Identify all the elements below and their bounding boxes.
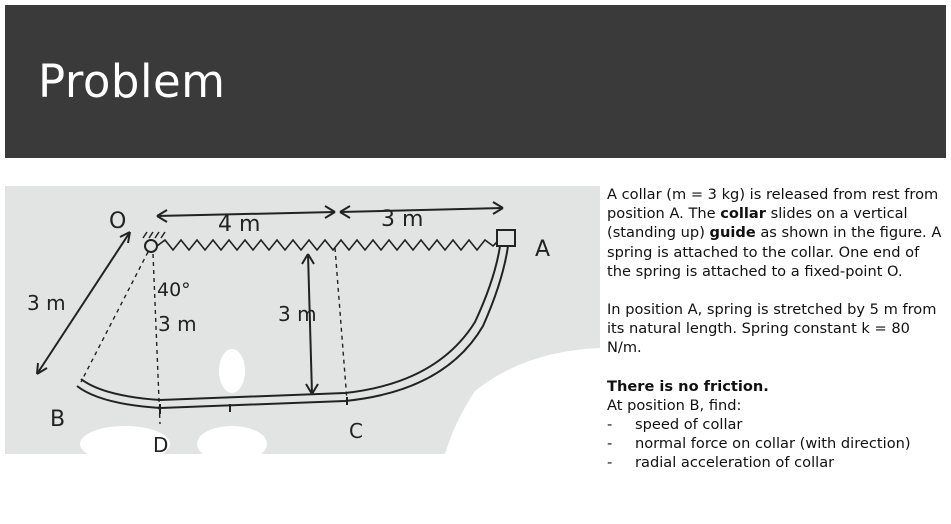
dashed-ob	[80, 251, 149, 383]
list-item: -normal force on collar (with direction)	[607, 435, 911, 453]
dim-3m-vert-arrow	[307, 253, 313, 395]
erase-blob	[197, 426, 267, 454]
label-4m: 4 m	[218, 212, 260, 237]
paragraph-spring: In position A, spring is stretched by 5 …	[607, 301, 937, 357]
dim-4m-arrow	[156, 211, 336, 217]
label-3m-mid: 3 m	[278, 302, 317, 326]
label-o: O	[109, 209, 126, 234]
collar-guide-diagram: O A B C D 4 m 3 m 3 m 40° 3 m 3 m	[27, 201, 600, 454]
label-3m-top: 3 m	[381, 207, 423, 232]
dashed-c	[334, 247, 348, 402]
label-3m-left: 3 m	[27, 291, 66, 315]
paragraph-collar: A collar (m = 3 kg) is released from res…	[607, 186, 942, 280]
list-item: -radial acceleration of collar	[607, 454, 835, 472]
erase-blob	[80, 426, 170, 454]
label-d: D	[153, 433, 168, 454]
collar-at-a	[496, 229, 516, 247]
problem-statement: A collar (m = 3 kg) is released from res…	[607, 185, 947, 473]
list-item: -speed of collar	[607, 416, 743, 434]
label-c: C	[349, 419, 363, 443]
find-list: -speed of collar -normal force on collar…	[607, 415, 947, 473]
problem-figure: O A B C D 4 m 3 m 3 m 40° 3 m 3 m	[5, 186, 600, 454]
label-b: B	[50, 407, 65, 432]
label-3m-od: 3 m	[158, 312, 197, 336]
dim-3m-top-arrow	[339, 207, 504, 213]
erase-blob	[445, 348, 600, 454]
guide-outer	[76, 245, 509, 410]
pivot-o	[144, 239, 158, 253]
label-a: A	[535, 237, 550, 262]
title-bar: Problem	[5, 5, 946, 158]
spring	[156, 238, 498, 252]
guide-inner	[80, 245, 501, 402]
dim-3m-left-arrow	[36, 231, 131, 375]
erase-blob	[219, 349, 245, 393]
no-friction-note: There is no friction.	[607, 377, 769, 395]
find-prompt: At position B, find:	[607, 396, 742, 414]
slide-title: Problem	[38, 55, 226, 108]
label-angle: 40°	[157, 279, 191, 301]
pivot-hatch	[142, 231, 166, 239]
